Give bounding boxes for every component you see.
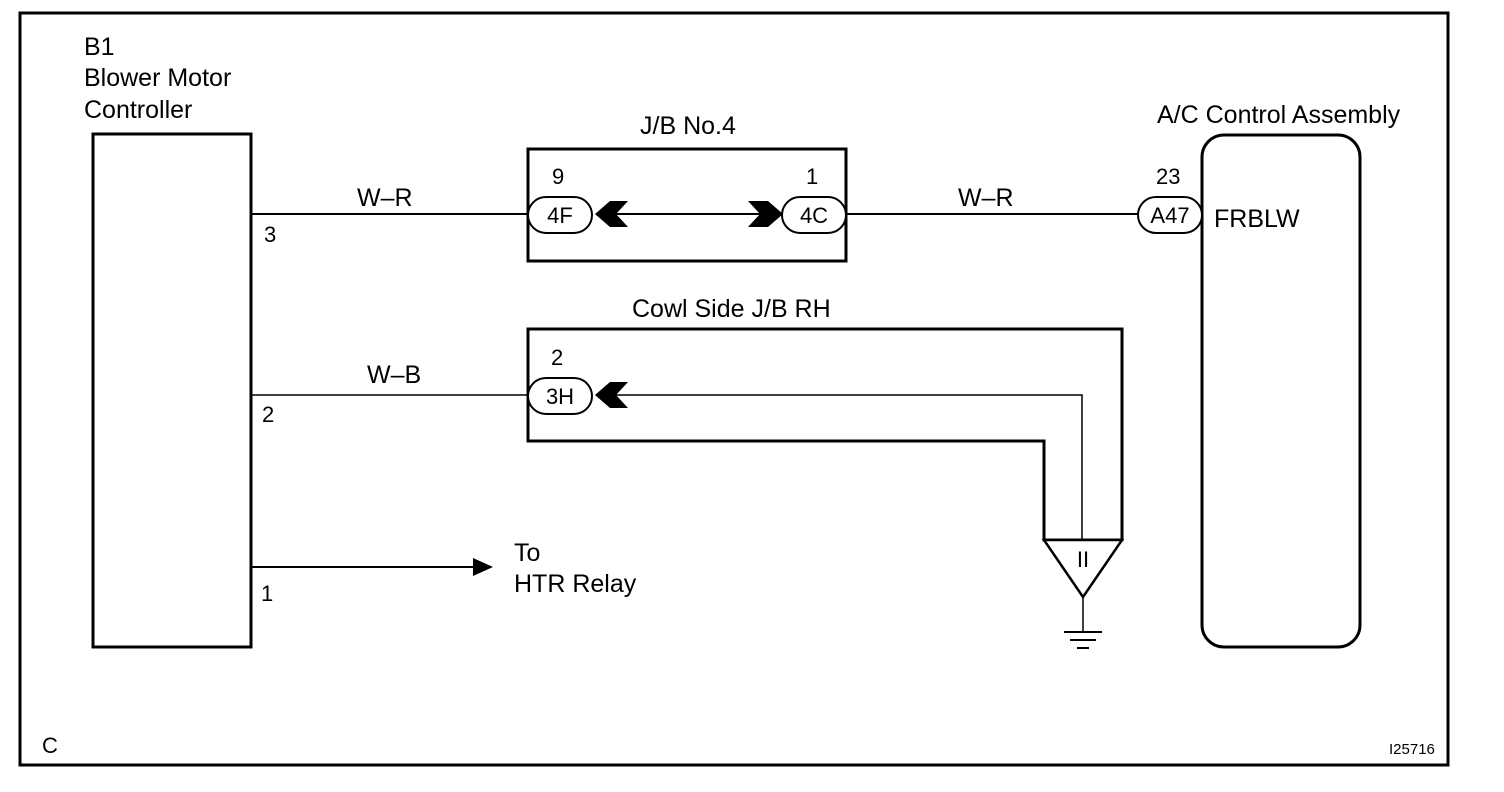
jb4-title: J/B No.4: [640, 112, 736, 140]
ground-triangle-icon: [1041, 538, 1125, 600]
cowl-jb-arrow-icon: [595, 382, 628, 408]
jb4-left-pin: 9: [552, 164, 564, 189]
htr-arrow-icon: [473, 558, 493, 576]
jb4-box: [526, 147, 848, 263]
jb4-right-pin: 1: [806, 164, 818, 189]
htr-label-line1: To: [514, 539, 540, 567]
cowl-jb-box: [526, 327, 1124, 542]
jb4-left-arrow-icon: [595, 201, 628, 227]
htr-label-line2: HTR Relay: [514, 570, 637, 598]
ground-point-label: II: [1077, 547, 1089, 572]
blower-controller-code: B1: [84, 33, 115, 61]
ac-control-pin: 23: [1156, 164, 1180, 189]
ac-control-connector-label: A47: [1150, 203, 1189, 228]
ground-symbol-icon: [1064, 631, 1102, 649]
ac-control-box: [1200, 133, 1362, 649]
cowl-jb-connector: [527, 377, 593, 415]
blower-pin-1: 1: [261, 581, 273, 606]
jb4-right-connector-label: 4C: [800, 203, 828, 228]
jb4-right-arrow-icon: [748, 201, 783, 227]
wire-1-color: W–R: [357, 184, 413, 212]
blower-controller-name-line2: Controller: [84, 96, 192, 124]
blower-controller-box: [91, 132, 253, 649]
ac-control-connector: [1137, 196, 1203, 234]
jb4-left-connector: [527, 196, 593, 234]
cowl-jb-internal-wire: [616, 394, 1083, 540]
blower-pin-3: 3: [264, 222, 276, 247]
cowl-jb-pin: 2: [551, 345, 563, 370]
diagram-frame: [18, 11, 1450, 767]
frame-code: C: [42, 733, 58, 758]
blower-controller-name-line1: Blower Motor: [84, 64, 231, 92]
cowl-jb-connector-label: 3H: [546, 384, 574, 409]
ac-control-terminal: FRBLW: [1214, 205, 1300, 233]
wire-2-color: W–R: [958, 184, 1014, 212]
jb4-left-connector-label: 4F: [547, 203, 573, 228]
blower-pin-2: 2: [262, 402, 274, 427]
figure-id: I25716: [1389, 741, 1435, 758]
wire-3-color: W–B: [367, 361, 421, 389]
cowl-jb-title: Cowl Side J/B RH: [632, 295, 831, 323]
ac-control-title: A/C Control Assembly: [1157, 101, 1401, 129]
